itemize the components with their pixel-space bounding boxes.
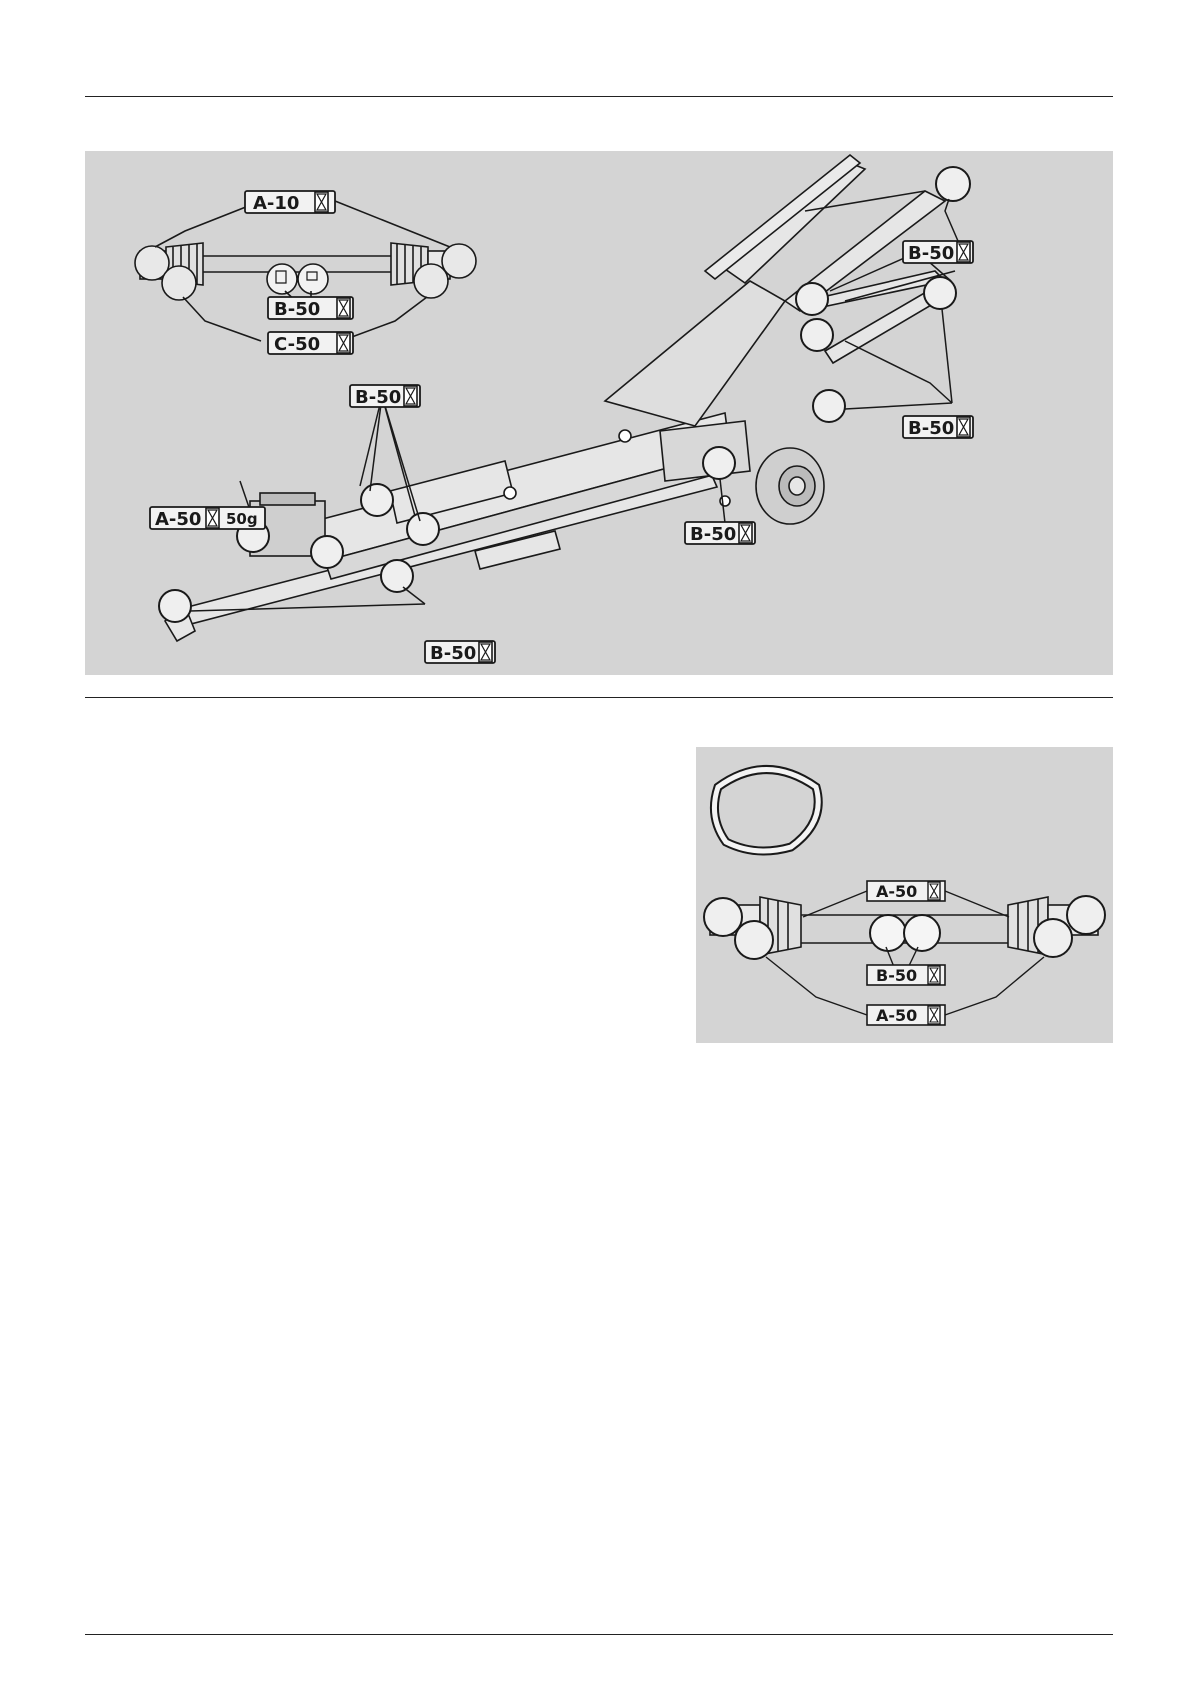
label-c50: C-50 bbox=[268, 332, 353, 355]
top-rule bbox=[85, 96, 1113, 97]
label-b50-drawbar: B-50 bbox=[425, 641, 495, 664]
label-b50-center: B-50 bbox=[350, 385, 420, 408]
axle-detail-top-left bbox=[135, 201, 476, 341]
label-b50-wheel: B-50 bbox=[685, 522, 755, 545]
label-a50-grease: A-50 50g bbox=[150, 507, 265, 530]
inset-figure-drawing: A-50 B-50 A-50 bbox=[696, 747, 1113, 1043]
label-b50-right-lower: B-50 bbox=[903, 416, 973, 439]
label-b50-top-left: B-50 bbox=[268, 297, 353, 320]
label-b50-upper-right: B-50 bbox=[903, 241, 973, 264]
inset-label-a50-bottom: A-50 bbox=[867, 1005, 945, 1025]
inset-leader-lines bbox=[766, 891, 1044, 1015]
middle-rule bbox=[85, 697, 1113, 698]
svg-text:C-50: C-50 bbox=[274, 334, 320, 355]
bottom-rule bbox=[85, 1634, 1113, 1635]
main-figure-panel: A-10 B-50 C-50 bbox=[85, 151, 1113, 675]
svg-text:B-50: B-50 bbox=[430, 643, 476, 664]
svg-text:A-50: A-50 bbox=[876, 882, 917, 901]
tube-profile bbox=[714, 770, 818, 852]
inset-label-b50: B-50 bbox=[867, 965, 945, 985]
main-figure-drawing: A-10 B-50 C-50 bbox=[85, 151, 1113, 675]
inset-figure-panel: A-50 B-50 A-50 bbox=[696, 747, 1113, 1043]
svg-text:B-50: B-50 bbox=[908, 418, 954, 439]
svg-text:A-10: A-10 bbox=[253, 193, 299, 214]
label-a10: A-10 bbox=[245, 191, 335, 214]
svg-text:B-50: B-50 bbox=[355, 387, 401, 408]
svg-text:A-50: A-50 bbox=[155, 509, 201, 530]
svg-text:B-50: B-50 bbox=[274, 299, 320, 320]
svg-text:B-50: B-50 bbox=[690, 524, 736, 545]
svg-text:B-50: B-50 bbox=[876, 966, 917, 985]
svg-text:B-50: B-50 bbox=[908, 243, 954, 264]
svg-text:A-50: A-50 bbox=[876, 1006, 917, 1025]
svg-text:50g: 50g bbox=[226, 510, 258, 528]
inset-label-a50-top: A-50 bbox=[867, 881, 945, 901]
